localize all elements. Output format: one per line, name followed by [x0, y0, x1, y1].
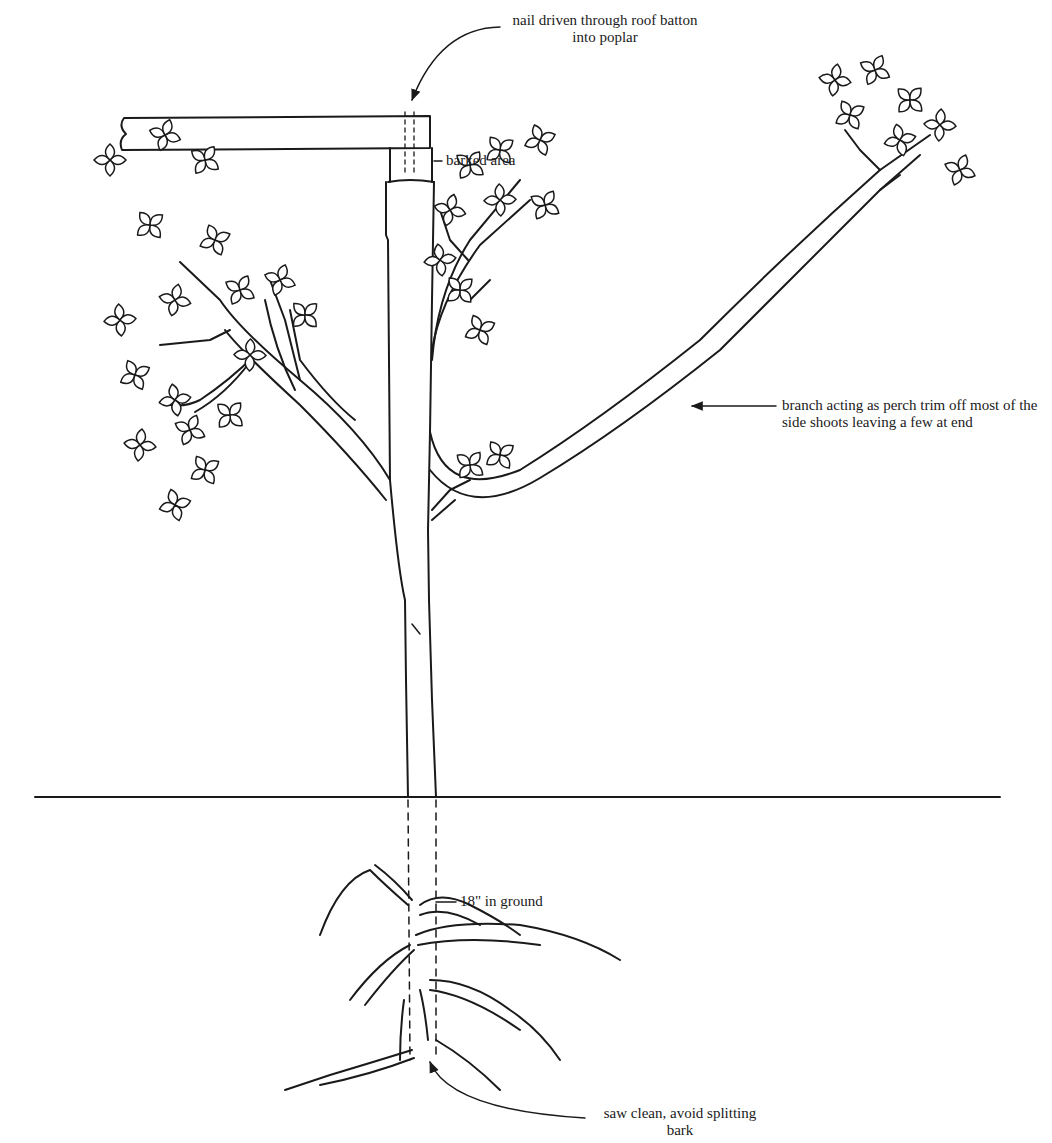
bark-edge	[388, 180, 434, 182]
annotation-label: saw clean, avoid splitting bark	[590, 1105, 770, 1139]
annotation-label: nail driven through roof batton into pop…	[505, 12, 705, 46]
annotation-label: 18" in ground	[460, 893, 590, 910]
nail	[405, 112, 414, 176]
leaf-clusters	[94, 54, 977, 522]
roots	[285, 865, 620, 1090]
ground-line	[35, 796, 1000, 798]
leader-line	[434, 160, 442, 162]
barked-area	[390, 148, 432, 182]
trunk-left	[386, 182, 408, 797]
trunk-right	[428, 182, 436, 797]
leader-line	[430, 1062, 585, 1118]
leader-line	[436, 901, 456, 903]
right-upper-branch	[432, 180, 520, 360]
left-branch	[180, 262, 390, 480]
leader-line	[412, 27, 500, 100]
annotation-label: branch acting as perch trim off most of …	[782, 397, 1044, 431]
leader-line	[692, 405, 776, 407]
annotation-label: barked area	[446, 152, 566, 169]
